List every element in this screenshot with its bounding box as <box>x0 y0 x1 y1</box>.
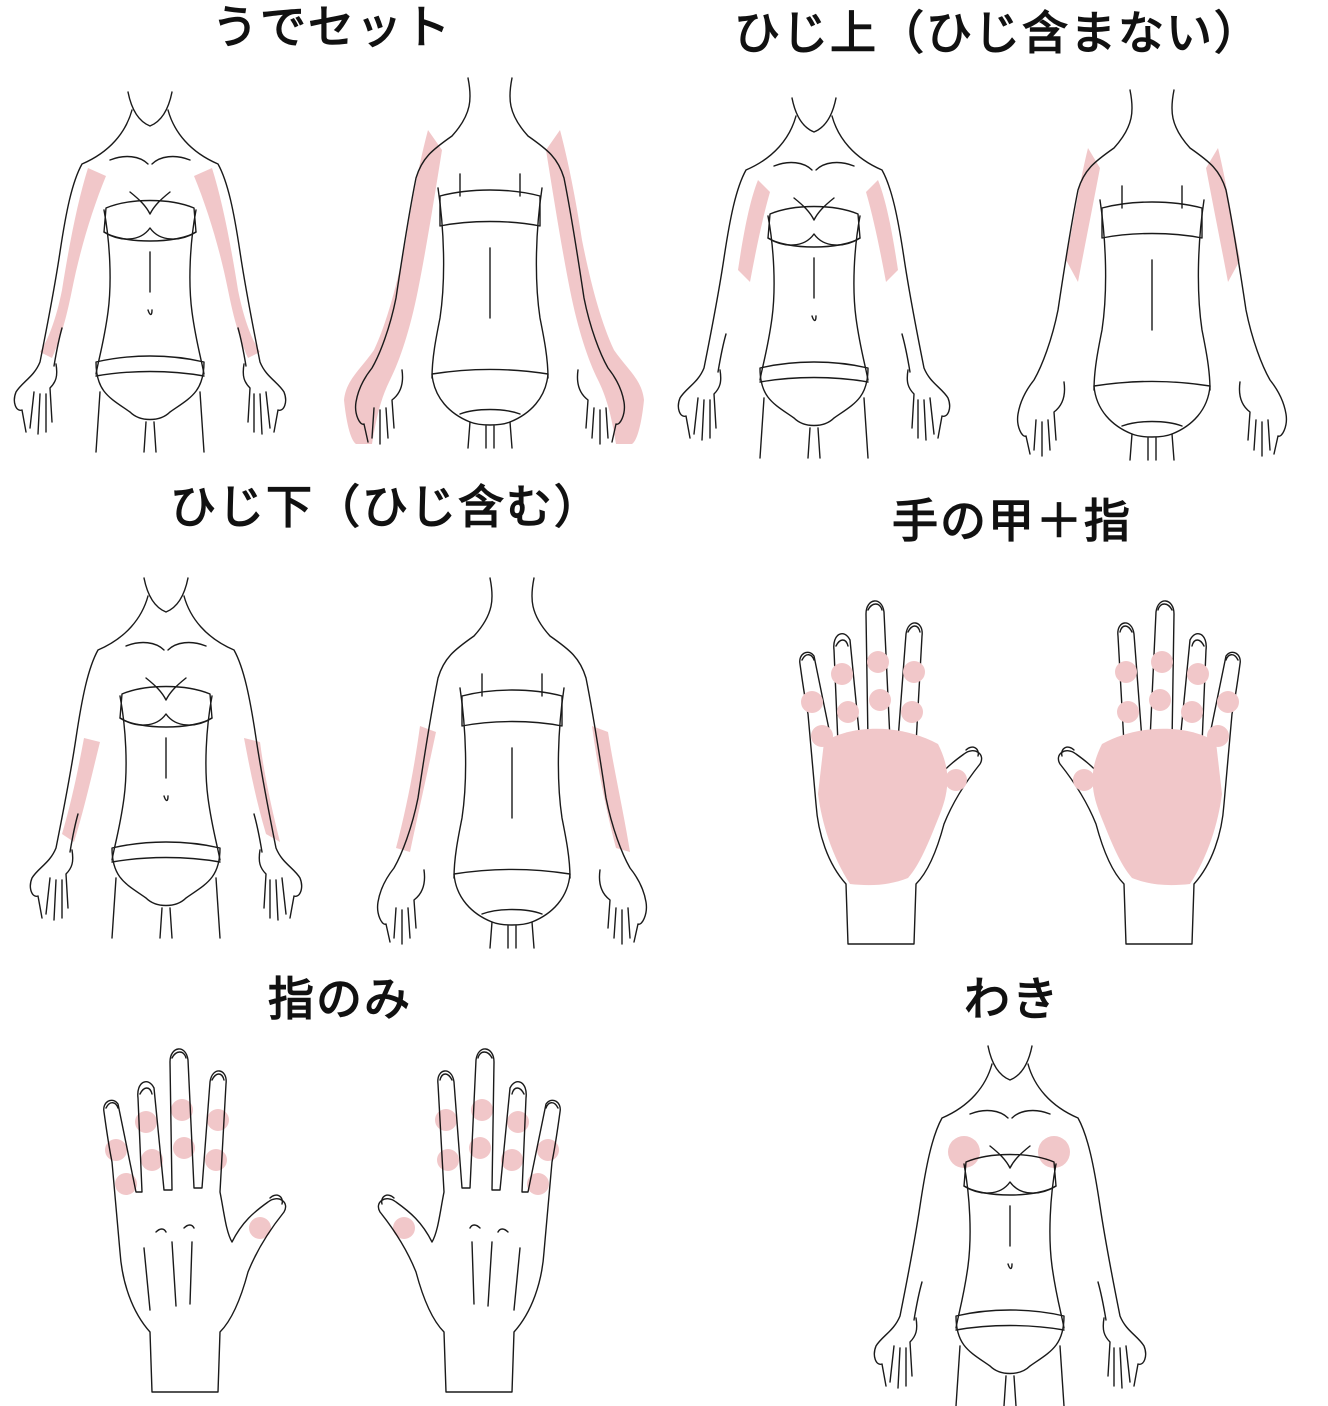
body-front-figure <box>677 97 951 459</box>
hand-back-fingers-figures <box>799 600 1241 945</box>
hand-right-highlight <box>1073 651 1239 886</box>
body-front-figure <box>13 91 287 453</box>
panel-below-elbow: ひじ下（ひじ含む） <box>0 470 664 960</box>
hand-left <box>799 600 983 945</box>
arm-set-back-highlight <box>344 130 644 444</box>
panel-arm-set: うでセット <box>0 0 664 470</box>
panel-title: ひじ下（ひじ含む） <box>170 480 602 534</box>
panel-hand-back-fingers: 手の甲＋指 <box>664 470 1328 960</box>
panel-title: うでセット <box>212 0 452 54</box>
underarm-figures <box>873 1045 1147 1406</box>
hand-left-highlight <box>801 651 967 886</box>
above-elbow-figures <box>677 89 1288 461</box>
fingers-only-figures <box>103 1048 561 1393</box>
panel-fingers-only: 指のみ <box>0 960 664 1406</box>
body-back-figure <box>1016 89 1288 461</box>
panel-underarm: わき <box>664 960 1328 1406</box>
panel-title: ひじ上（ひじ含まない） <box>734 6 1262 60</box>
above-elbow-front-highlight <box>738 180 898 282</box>
body-front-figure <box>873 1045 1147 1406</box>
hand-left <box>103 1048 287 1393</box>
below-elbow-figures <box>29 577 648 949</box>
panel-title: 指のみ <box>268 972 412 1026</box>
above-elbow-back-highlight <box>1066 148 1240 282</box>
below-elbow-front-highlight <box>62 738 280 842</box>
panel-above-elbow: ひじ上（ひじ含まない） <box>664 0 1328 470</box>
below-elbow-back-highlight <box>396 726 630 852</box>
hand-right <box>1057 600 1241 945</box>
panel-title: わき <box>964 972 1060 1026</box>
arm-set-figures <box>13 77 644 453</box>
panel-title: 手の甲＋指 <box>892 494 1132 548</box>
hand-right <box>377 1048 561 1393</box>
arm-set-front-highlight <box>40 168 260 358</box>
